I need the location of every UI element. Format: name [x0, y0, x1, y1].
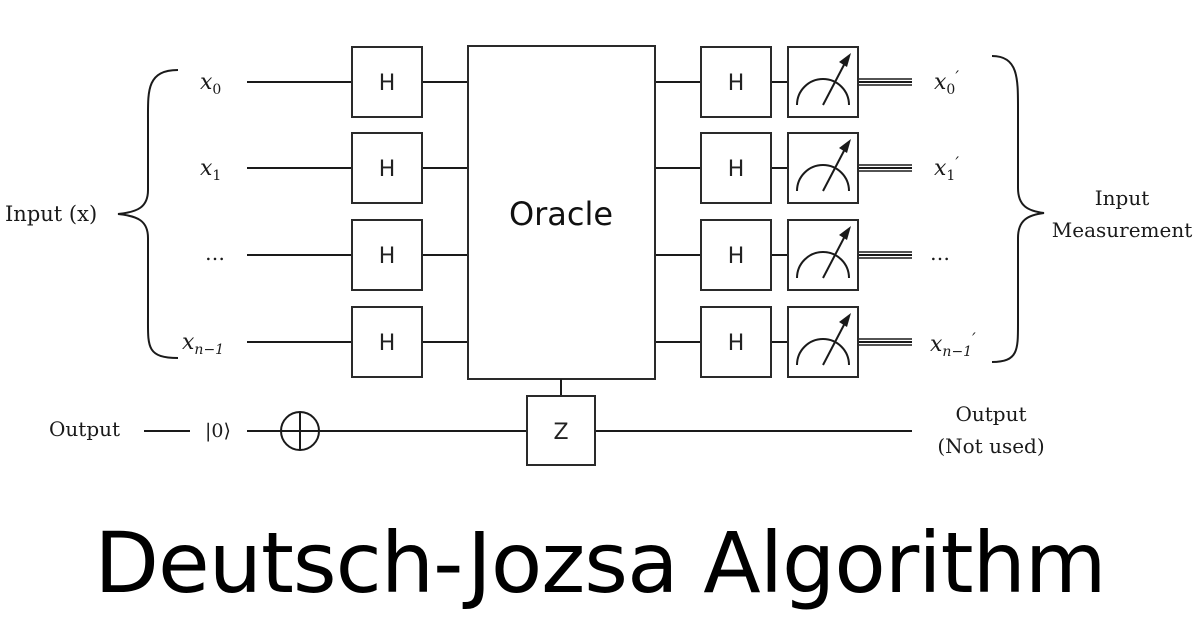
h-gate-label: H [379, 244, 396, 269]
z-gate [526, 395, 596, 466]
measurement-label-line1: Input [1095, 186, 1150, 210]
h-gate-out-0 [700, 46, 772, 118]
xor-target-icon [280, 411, 320, 451]
input-qubit-label-3: xn−1 [182, 330, 224, 358]
h-gate-in-3 [351, 306, 423, 378]
left-hadamard-gates: H H H H [351, 46, 423, 378]
h-gate-label: H [379, 331, 396, 356]
page-title: Deutsch-Jozsa Algorithm [94, 514, 1106, 612]
measurement-meters [787, 46, 859, 378]
h-gate-label: H [728, 157, 745, 182]
classical-wires [858, 78, 912, 346]
oracle-label: Oracle [509, 195, 613, 233]
input-qubit-label-1: x1 [200, 156, 221, 184]
measurement-label-line2: Measurement [1052, 218, 1193, 242]
oracle-box [467, 45, 656, 380]
left-brace [117, 69, 179, 359]
output-right-label-line1: Output [955, 402, 1026, 426]
output-left-label: Output [49, 417, 120, 441]
h-gate-in-0 [351, 46, 423, 118]
meter-icon [787, 219, 859, 291]
h-gate-label: H [728, 71, 745, 96]
output-qubit-label-1: x1′ [934, 153, 959, 184]
input-qubit-label-2: … [205, 241, 225, 265]
output-qubit-label-0: x0′ [934, 67, 959, 98]
meter-icon [787, 306, 859, 378]
h-gate-out-2 [700, 219, 772, 291]
input-group-label: Input (x) [5, 202, 97, 226]
z-gate-label: Z [553, 420, 568, 445]
h-gate-out-3 [700, 306, 772, 378]
h-gate-in-1 [351, 132, 423, 204]
right-hadamard-gates: H H H H [700, 46, 772, 378]
h-gate-label: H [728, 244, 745, 269]
output-right-label-line2: (Not used) [937, 434, 1044, 458]
meter-icon [787, 132, 859, 204]
h-gate-in-2 [351, 219, 423, 291]
h-gate-label: H [728, 331, 745, 356]
output-qubit-label-2: … [930, 241, 950, 265]
input-qubit-label-0: x0 [200, 70, 221, 98]
h-gate-label: H [379, 157, 396, 182]
h-gate-label: H [379, 71, 396, 96]
h-gate-out-1 [700, 132, 772, 204]
right-brace [991, 55, 1045, 363]
ket-zero-label: |0⟩ [205, 420, 231, 442]
meter-icon [787, 46, 859, 118]
output-qubit-label-3: xn−1′ [930, 329, 976, 360]
